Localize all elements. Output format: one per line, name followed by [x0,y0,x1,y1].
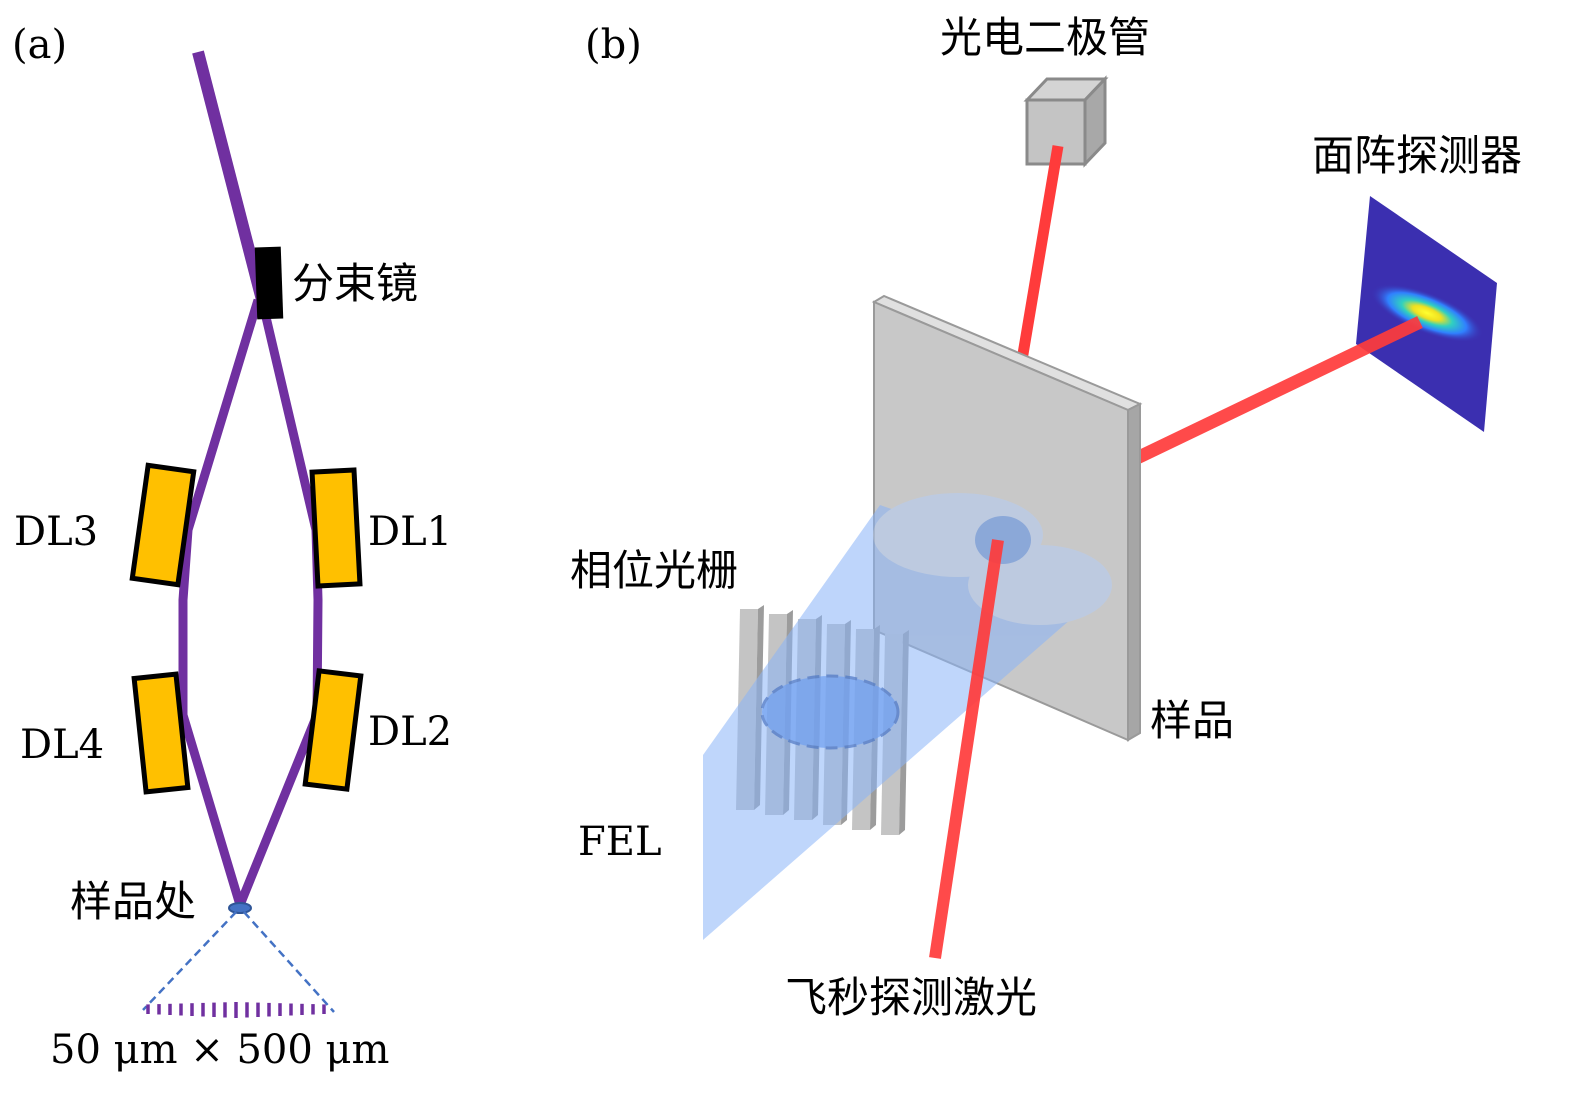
fel-cross-section [760,674,900,750]
zoom-line-left [142,911,237,1011]
dl1-label: DL1 [368,509,452,555]
incoming-beam [192,50,268,302]
panel-a-label: (a) [12,22,67,68]
area-detector-label: 面阵探测器 [1312,131,1522,180]
zoom-lines [142,911,335,1013]
grating-spot-pattern [146,1002,326,1018]
delay-line-mirror [131,671,191,795]
panel-b-label: (b) [585,22,642,68]
delay-line-dl1 [309,467,363,589]
photodiode [1023,75,1109,168]
sample-position-label: 样品处 [70,877,196,926]
fel-label: FEL [578,819,662,865]
delay-line-dl3 [129,462,197,588]
femtosecond-probe-laser [929,539,1004,959]
phase-grating-label: 相位光栅 [570,546,738,595]
sample-spot [228,902,252,914]
dl3-label: DL3 [14,509,98,555]
beam-branch-left [178,298,263,907]
spot-size-label: 50 μm × 500 μm [50,1027,389,1073]
delay-line-mirror [302,668,364,792]
diffraction-pattern [1370,283,1484,343]
delay-line-mirror [309,467,363,589]
sample-label: 样品 [1150,696,1234,745]
fel-footprint-2 [968,545,1112,625]
beam-splitter [254,246,284,320]
beam-splitter-label: 分束镜 [292,259,418,308]
photodiode-label: 光电二极管 [940,13,1150,62]
delay-line-dl2 [302,668,364,792]
delay-line-mirror [129,462,197,588]
area-detector [1356,196,1497,432]
sample-side-edge [1127,402,1141,742]
beam-branch-right [235,298,323,907]
probe-laser-label: 飞秒探测激光 [785,973,1037,1022]
fel-overlap-spot [975,516,1031,564]
dl2-label: DL2 [368,709,452,755]
dl4-label: DL4 [20,722,104,768]
delay-line-dl4 [131,671,191,795]
fel-beam [703,493,1112,940]
zoom-line-right [243,911,335,1013]
transmitted-laser-to-detector [1134,316,1423,464]
fel-beam-path [178,50,323,907]
reflected-laser-to-photodiode [1016,145,1064,361]
